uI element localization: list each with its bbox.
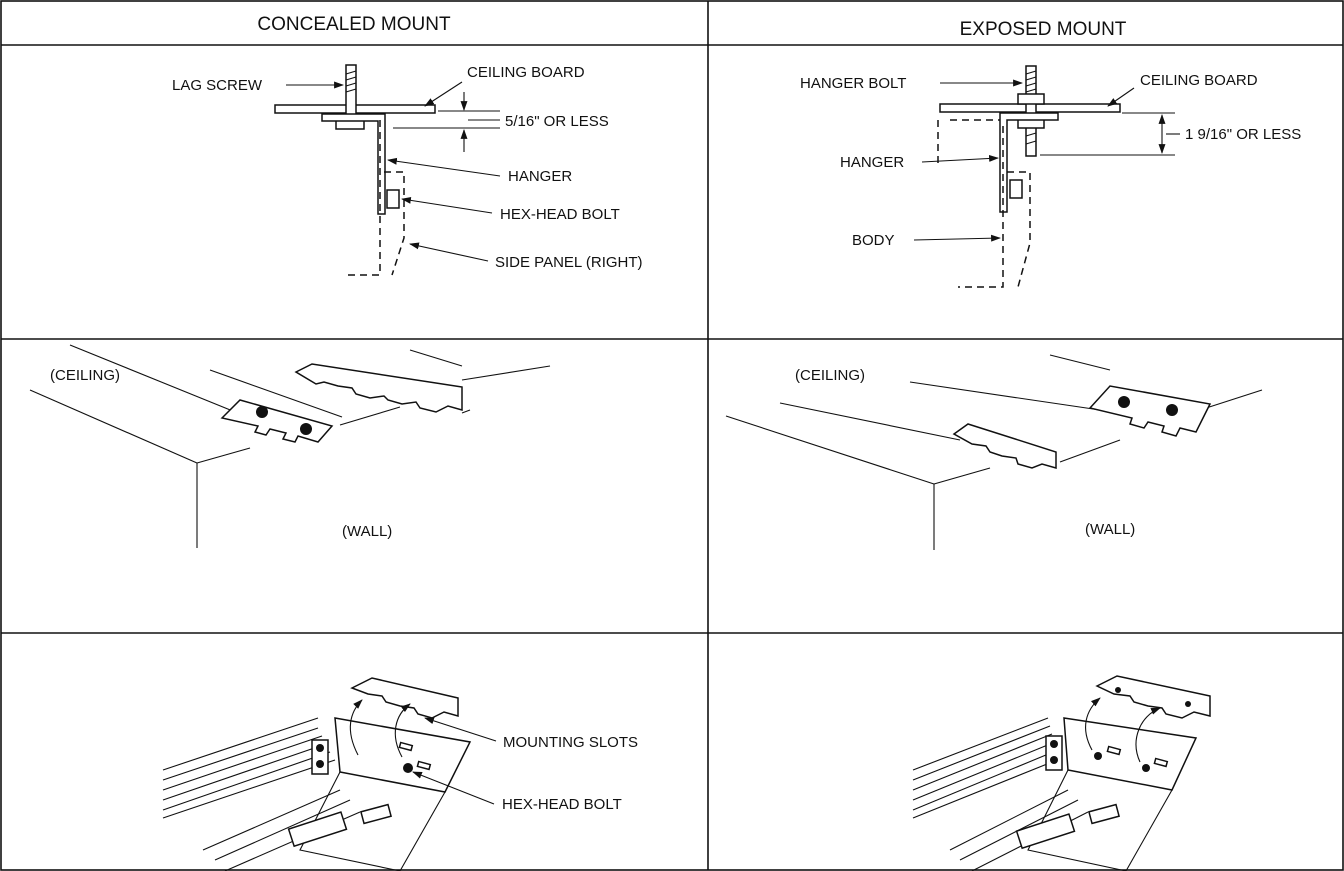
- label-ceiling: (CEILING): [795, 367, 865, 384]
- ceiling-edge: [725, 415, 935, 485]
- label-hex-head-bolt: HEX-HEAD BOLT: [502, 796, 622, 813]
- concealed-attach-view: MOUNTING SLOTS HEX-HEAD BOLT: [162, 677, 638, 871]
- arrowhead-icon: [394, 703, 411, 758]
- hanger-plate-mounted: [1088, 385, 1212, 437]
- bolt-icon: [256, 406, 268, 418]
- label-ceiling-board: CEILING BOARD: [1140, 72, 1258, 89]
- bolt-icon: [300, 423, 312, 435]
- bolt-icon: [1166, 404, 1178, 416]
- label-hanger: HANGER: [508, 168, 572, 185]
- arrowhead-icon: [1085, 697, 1101, 751]
- label-lag-screw: LAG SCREW: [172, 77, 263, 94]
- label-gap: 1 9/16" OR LESS: [1185, 126, 1301, 143]
- arrowhead-icon: [1135, 707, 1161, 763]
- label-ceiling-board: CEILING BOARD: [467, 64, 585, 81]
- arrowhead-icon: [349, 699, 363, 756]
- exposed-attach-view: [912, 675, 1211, 871]
- hex-head-bolt: [386, 189, 400, 209]
- label-hex-head-bolt: HEX-HEAD BOLT: [500, 206, 620, 223]
- bolt-icon: [1050, 756, 1058, 764]
- hanger-plate: [952, 423, 1057, 469]
- label-side-panel: SIDE PANEL (RIGHT): [495, 254, 643, 271]
- fixture-end-panel: [1063, 717, 1198, 791]
- body-outline: [958, 126, 1004, 288]
- hex-head-bolt: [1009, 179, 1023, 199]
- bolt-icon: [316, 760, 324, 768]
- bolt-icon: [1118, 396, 1130, 408]
- ceiling-edge: [29, 389, 198, 464]
- exposed-install-view: (CEILING) (WALL): [725, 354, 1263, 550]
- hanger: [321, 113, 386, 215]
- side-panel-outline: [346, 120, 381, 276]
- concealed-mount-detail: LAG SCREW CEILING BOARD 5/16" OR LESS HA…: [172, 64, 643, 276]
- label-gap: 5/16" OR LESS: [505, 113, 609, 130]
- hanger-plate: [294, 363, 463, 413]
- label-wall: (WALL): [342, 523, 392, 540]
- bolt-icon: [403, 763, 413, 773]
- hanger-bolt: [1017, 65, 1045, 157]
- exposed-mount-detail: HANGER BOLT CEILING BOARD 1 9/16" OR LES…: [800, 65, 1301, 288]
- hanger-plate: [1095, 675, 1211, 719]
- bolt-icon: [316, 744, 324, 752]
- column-header-concealed: CONCEALED MOUNT: [257, 14, 451, 35]
- hanger-plate-mounted: [220, 399, 334, 443]
- fixture-end-panel: [334, 717, 472, 793]
- bolt-icon: [1050, 740, 1058, 748]
- label-wall: (WALL): [1085, 521, 1135, 538]
- label-body: BODY: [852, 232, 895, 249]
- label-hanger: HANGER: [840, 154, 904, 171]
- bolt-icon: [1142, 764, 1150, 772]
- label-mounting-slots: MOUNTING SLOTS: [503, 734, 638, 751]
- column-header-exposed: EXPOSED MOUNT: [960, 19, 1127, 40]
- hanger-plate: [350, 677, 459, 719]
- hanger: [999, 112, 1059, 213]
- label-hanger-bolt: HANGER BOLT: [800, 75, 906, 92]
- fixture-channel: [162, 717, 361, 871]
- concealed-install-view: (CEILING) (WALL): [29, 344, 551, 548]
- label-ceiling: (CEILING): [50, 367, 120, 384]
- bolt-icon: [1094, 752, 1102, 760]
